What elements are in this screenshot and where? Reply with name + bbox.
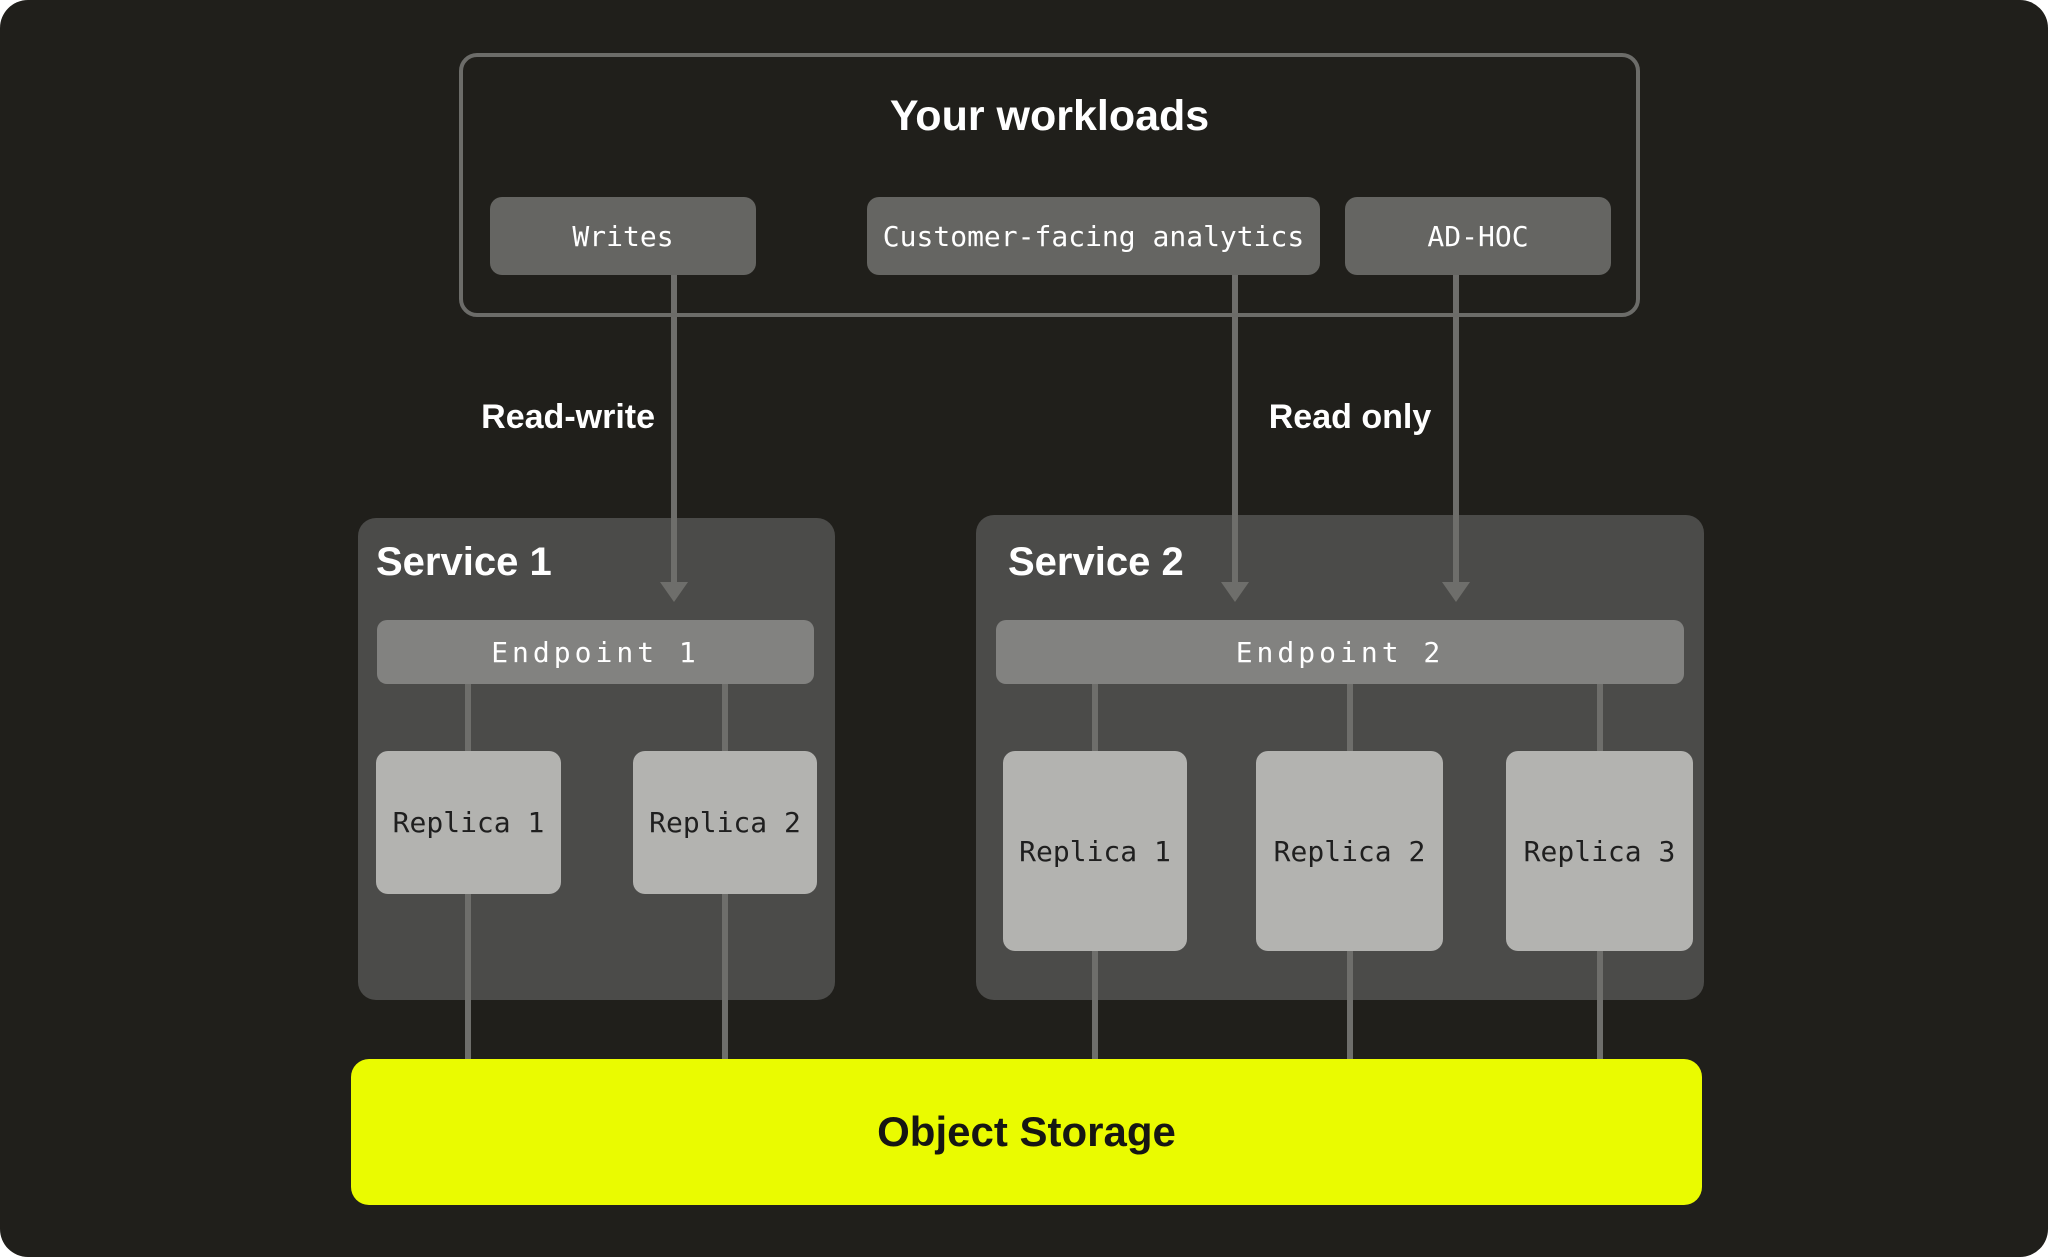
service-1-replica-1: Replica 1 (376, 751, 561, 894)
workloads-box (459, 53, 1640, 317)
service-2-replica-2: Replica 2 (1256, 751, 1443, 951)
read-only-label: Read only (1268, 398, 1432, 436)
read-write-label: Read-write (481, 398, 655, 436)
arrow-down-icon (660, 582, 688, 602)
object-storage-bar: Object Storage (351, 1059, 1702, 1205)
endpoint-2-bar: Endpoint 2 (996, 620, 1684, 684)
service-2-replica-1: Replica 1 (1003, 751, 1187, 951)
workload-chip-adhoc: AD-HOC (1345, 197, 1611, 275)
workload-chip-analytics: Customer-facing analytics (867, 197, 1320, 275)
service-1-replica-2: Replica 2 (633, 751, 817, 894)
arrow-down-icon (1221, 582, 1249, 602)
service-1-title: Service 1 (376, 540, 552, 584)
service-2-title: Service 2 (1008, 540, 1184, 584)
workloads-title: Your workloads (889, 92, 1210, 140)
connector-writes-line (671, 275, 677, 583)
service-2-replica-3: Replica 3 (1506, 751, 1693, 951)
object-storage-label: Object Storage (877, 1108, 1176, 1155)
connector-analytics-line (1232, 275, 1238, 583)
workload-chip-writes: Writes (490, 197, 756, 275)
connector-adhoc-line (1453, 275, 1459, 583)
endpoint-1-bar: Endpoint 1 (377, 620, 814, 684)
arrow-down-icon (1442, 582, 1470, 602)
